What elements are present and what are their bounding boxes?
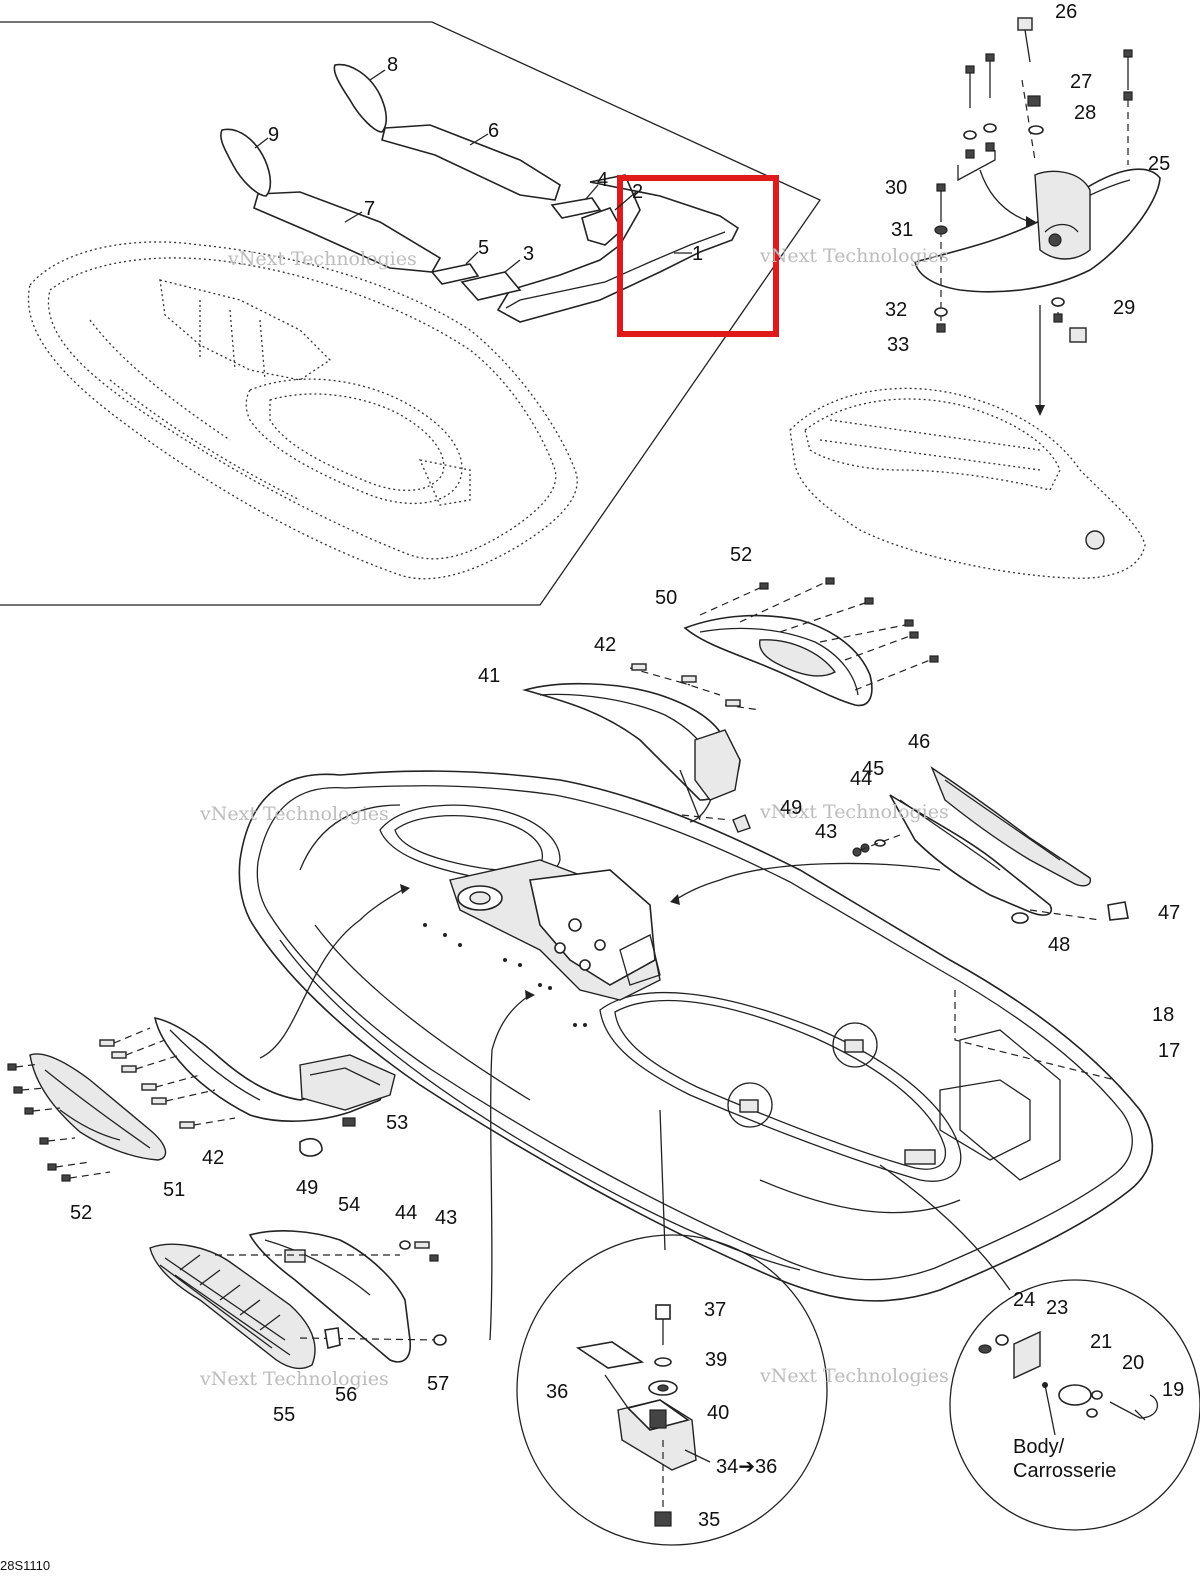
mat-6 bbox=[381, 124, 561, 201]
callout-52-upper: 52 bbox=[730, 544, 752, 566]
grab-handle-25 bbox=[914, 168, 1161, 293]
callout-42-upper: 42 bbox=[594, 634, 616, 656]
side-fasteners-lower bbox=[215, 1240, 447, 1349]
mat-7 bbox=[253, 191, 442, 273]
mat-4 bbox=[550, 197, 602, 219]
callout-6: 6 bbox=[488, 120, 499, 142]
panel-fasteners-top bbox=[629, 577, 939, 833]
rear-bracket-lines bbox=[954, 990, 1116, 1081]
callout-23: 23 bbox=[1046, 1297, 1068, 1319]
callout-49-upper: 49 bbox=[780, 797, 802, 819]
mat-3 bbox=[460, 271, 522, 301]
callout-20: 20 bbox=[1122, 1352, 1144, 1374]
callout-36: 36 bbox=[546, 1381, 568, 1403]
mat-8 bbox=[333, 63, 388, 133]
callout-44-lower: 44 bbox=[395, 1202, 417, 1224]
callout-33: 33 bbox=[887, 334, 909, 356]
side-panel-53 bbox=[153, 1016, 396, 1127]
detail-caption-line-1: Body/ bbox=[1013, 1436, 1065, 1458]
side-panel-55 bbox=[149, 1243, 316, 1370]
callout-31: 31 bbox=[891, 219, 913, 241]
callout-55: 55 bbox=[273, 1404, 295, 1426]
callout-labels: 1 2 3 4 5 6 7 8 9 18 17 19 20 21 23 24 2… bbox=[70, 1, 1184, 1531]
callout-9: 9 bbox=[268, 124, 279, 146]
callout-28: 28 bbox=[1074, 102, 1096, 124]
callout-29: 29 bbox=[1113, 297, 1135, 319]
panel-41 bbox=[522, 682, 741, 821]
callout-44-upper: 44 bbox=[850, 768, 872, 790]
side-panel-54 bbox=[248, 1230, 412, 1363]
inset-hull bbox=[27, 241, 578, 580]
inset-panel bbox=[0, 21, 821, 606]
mat-5 bbox=[430, 263, 480, 285]
callout-54: 54 bbox=[338, 1194, 360, 1216]
seat-base bbox=[789, 387, 1146, 579]
detail-caption-line-2: Carrosserie bbox=[1013, 1460, 1116, 1482]
watermarks: vNext Technologies vNext Technologies vN… bbox=[199, 245, 949, 1390]
panel-50 bbox=[683, 614, 873, 707]
main-hull bbox=[238, 770, 1154, 1302]
callout-34: 34➔36 bbox=[716, 1456, 777, 1478]
callout-52-lower: 52 bbox=[70, 1202, 92, 1224]
callout-43-lower: 43 bbox=[435, 1207, 457, 1229]
callout-46: 46 bbox=[908, 731, 930, 753]
callout-49-lower: 49 bbox=[296, 1177, 318, 1199]
callout-53: 53 bbox=[386, 1112, 408, 1134]
callout-4: 4 bbox=[597, 169, 608, 191]
callout-50: 50 bbox=[655, 587, 677, 609]
callout-17: 17 bbox=[1158, 1040, 1180, 1062]
callout-2: 2 bbox=[632, 181, 643, 203]
watermark-text-5: vNext Technologies bbox=[199, 1368, 389, 1390]
callout-41: 41 bbox=[478, 665, 500, 687]
callout-7: 7 bbox=[364, 198, 375, 220]
callout-30: 30 bbox=[885, 177, 907, 199]
callout-24: 24 bbox=[1013, 1289, 1035, 1311]
callout-47: 47 bbox=[1158, 902, 1180, 924]
drawing-code: 28S1110 bbox=[0, 1558, 50, 1573]
callout-35: 35 bbox=[698, 1509, 720, 1531]
callout-19: 19 bbox=[1162, 1379, 1184, 1401]
watermark-text-2: vNext Technologies bbox=[759, 245, 949, 267]
callout-18: 18 bbox=[1152, 1004, 1174, 1026]
leader-lines-inset bbox=[254, 69, 692, 273]
callout-3: 3 bbox=[523, 243, 534, 265]
callout-42-lower: 42 bbox=[202, 1147, 224, 1169]
hull-arrows bbox=[259, 759, 1011, 1341]
side-panel-45 bbox=[889, 794, 1052, 916]
mat-9 bbox=[220, 128, 272, 197]
side-fasteners-left bbox=[7, 1027, 323, 1182]
callout-40: 40 bbox=[707, 1402, 729, 1424]
watermark-text-1: vNext Technologies bbox=[227, 248, 417, 270]
callout-39: 39 bbox=[705, 1349, 727, 1371]
callout-26: 26 bbox=[1055, 1, 1077, 23]
callout-5: 5 bbox=[478, 237, 489, 259]
side-panel-51 bbox=[29, 1053, 167, 1161]
callout-43-upper: 43 bbox=[815, 821, 837, 843]
callout-45: 45 bbox=[862, 758, 884, 780]
side-panel-46 bbox=[930, 766, 1092, 887]
watermark-text-6: vNext Technologies bbox=[759, 1365, 949, 1387]
detail-circle-body bbox=[949, 1279, 1200, 1531]
callout-25: 25 bbox=[1148, 153, 1170, 175]
callout-21: 21 bbox=[1090, 1331, 1112, 1353]
seat-arrow bbox=[1035, 305, 1045, 416]
watermark-text-3: vNext Technologies bbox=[199, 803, 389, 825]
callout-48: 48 bbox=[1048, 934, 1070, 956]
callout-51: 51 bbox=[163, 1179, 185, 1201]
callout-27: 27 bbox=[1070, 71, 1092, 93]
detail-circle-latch bbox=[516, 1234, 828, 1546]
callout-56: 56 bbox=[335, 1384, 357, 1406]
side-fasteners-right bbox=[852, 834, 1129, 924]
callout-32: 32 bbox=[885, 299, 907, 321]
callout-57: 57 bbox=[427, 1373, 449, 1395]
highlight-box bbox=[617, 175, 779, 337]
seat-cover-2 bbox=[581, 207, 624, 246]
callout-1: 1 bbox=[692, 243, 703, 265]
watermark-text-4: vNext Technologies bbox=[759, 801, 949, 823]
bolts-seat bbox=[934, 17, 1133, 343]
callout-37: 37 bbox=[704, 1299, 726, 1321]
callout-8: 8 bbox=[387, 54, 398, 76]
